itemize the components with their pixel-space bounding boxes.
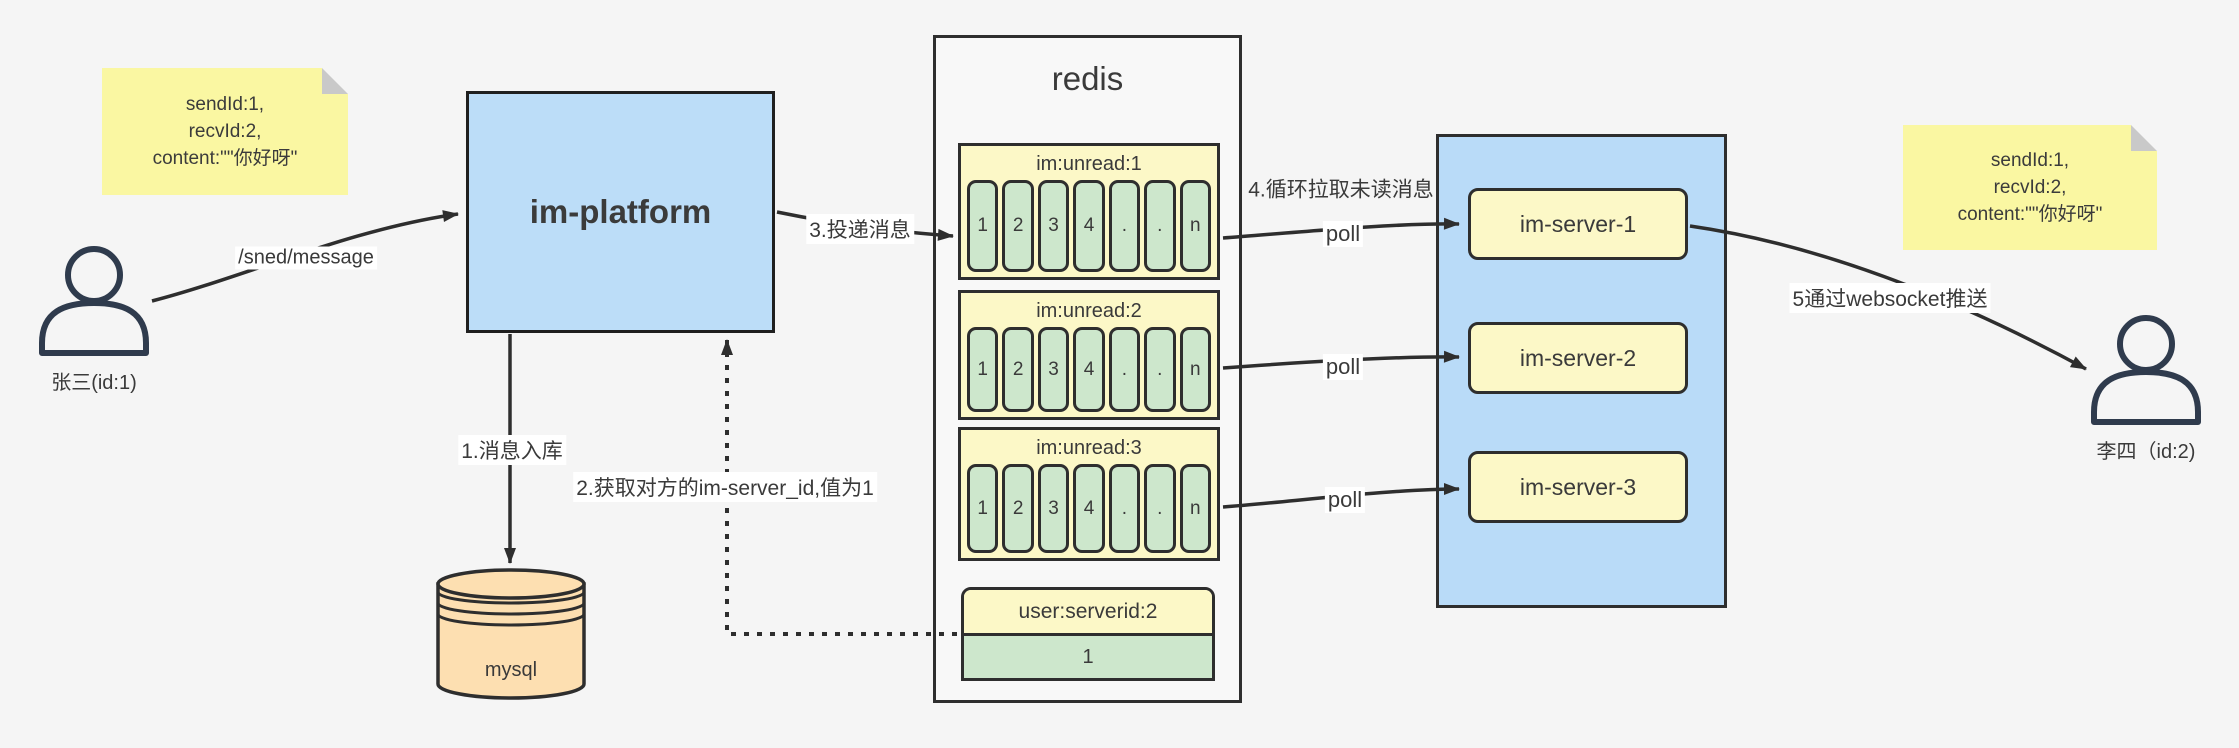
- redis-queue-im-unread-2: im:unread:2 1 2 3 4 . . n: [958, 290, 1220, 420]
- edge-label-poll-1: poll: [1322, 221, 1364, 247]
- mysql-database: mysql: [434, 566, 588, 707]
- im-platform-label: im-platform: [529, 193, 712, 230]
- kv-key: user:serverid:2: [964, 590, 1212, 636]
- queue-cell: 1: [967, 464, 999, 553]
- edge-label-step3: 3.投递消息: [806, 214, 914, 244]
- queue-cell: n: [1179, 180, 1211, 272]
- im-server-2-box: im-server-2: [1468, 322, 1688, 394]
- queue-cells: 1 2 3 4 . . n: [961, 464, 1217, 558]
- im-server-1-label: im-server-1: [1519, 210, 1637, 237]
- queue-cell: .: [1144, 464, 1176, 553]
- redis-container: redis im:unread:1 1 2 3 4 . . n im:unrea…: [933, 35, 1242, 703]
- queue-title: im:unread:2: [1036, 300, 1142, 322]
- edge-label-send: /sned/message: [235, 246, 377, 270]
- redis-queue-im-unread-1: im:unread:1 1 2 3 4 . . n: [958, 143, 1220, 280]
- note-line: content:""你好呀": [152, 148, 298, 169]
- actor-receiver-label: 李四（id:2): [2096, 441, 2196, 463]
- actor-sender: 张三(id:1): [36, 246, 152, 395]
- queue-cell: 2: [1002, 180, 1034, 272]
- redis-title: redis: [1051, 60, 1124, 97]
- im-server-1-box: im-server-1: [1468, 188, 1688, 260]
- note-line: sendId:1,: [185, 94, 265, 115]
- person-icon: [39, 246, 149, 356]
- queue-cells: 1 2 3 4 . . n: [961, 327, 1217, 417]
- note-line: recvId:2,: [1993, 177, 2067, 198]
- redis-queue-im-unread-3: im:unread:3 1 2 3 4 . . n: [958, 427, 1220, 561]
- queue-cell: 3: [1037, 327, 1070, 412]
- sticky-note-message-left: sendId:1, recvId:2, content:""你好呀": [102, 68, 348, 195]
- im-server-3-label: im-server-3: [1519, 473, 1637, 500]
- queue-cell: 3: [1037, 180, 1070, 272]
- mysql-label: mysql: [485, 659, 537, 681]
- queue-cell: 1: [967, 327, 999, 412]
- queue-cells: 1 2 3 4 . . n: [961, 180, 1217, 277]
- im-server-2-label: im-server-2: [1519, 344, 1637, 371]
- queue-cell: .: [1108, 464, 1141, 553]
- kv-value: 1: [964, 636, 1212, 678]
- queue-title: im:unread:1: [1036, 153, 1142, 175]
- queue-cell: 2: [1002, 327, 1034, 412]
- actor-receiver: 李四（id:2): [2088, 315, 2204, 464]
- queue-cell: 4: [1073, 464, 1105, 553]
- edge-label-step2: 2.获取对方的im-server_id,值为1: [573, 472, 877, 502]
- im-server-3-box: im-server-3: [1468, 451, 1688, 523]
- queue-cell: 3: [1037, 464, 1070, 553]
- queue-cell: .: [1108, 180, 1141, 272]
- queue-cell: n: [1179, 327, 1211, 412]
- sticky-note-message-right: sendId:1, recvId:2, content:""你好呀": [1903, 125, 2157, 250]
- queue-cell: n: [1179, 464, 1211, 553]
- queue-cell: 4: [1073, 180, 1105, 272]
- queue-cell: .: [1144, 327, 1176, 412]
- note-line: sendId:1,: [1990, 150, 2070, 171]
- actor-sender-label: 张三(id:1): [51, 372, 137, 394]
- note-line: recvId:2,: [188, 121, 262, 142]
- queue-cell: 4: [1073, 327, 1105, 412]
- queue-title: im:unread:3: [1036, 437, 1142, 459]
- queue-cell: 1: [967, 180, 999, 272]
- im-server-cluster: im-server-1 im-server-2 im-server-3: [1436, 134, 1727, 608]
- queue-cell: 2: [1002, 464, 1034, 553]
- redis-kv-user-serverid: user:serverid:2 1: [961, 587, 1215, 681]
- edge-label-poll-3: poll: [1324, 487, 1366, 513]
- queue-cell: .: [1108, 327, 1141, 412]
- edge-label-poll-2: poll: [1322, 354, 1364, 380]
- edge-label-step1: 1.消息入库: [458, 435, 566, 465]
- edge-label-step5: 5通过websocket推送: [1789, 283, 1991, 313]
- database-cylinder-icon: mysql: [436, 568, 586, 700]
- edge-label-step4: 4.循环拉取未读消息: [1248, 178, 1434, 202]
- queue-cell: .: [1144, 180, 1176, 272]
- note-line: content:""你好呀": [1957, 204, 2103, 225]
- im-platform-box: im-platform: [466, 91, 775, 333]
- person-icon: [2091, 315, 2201, 425]
